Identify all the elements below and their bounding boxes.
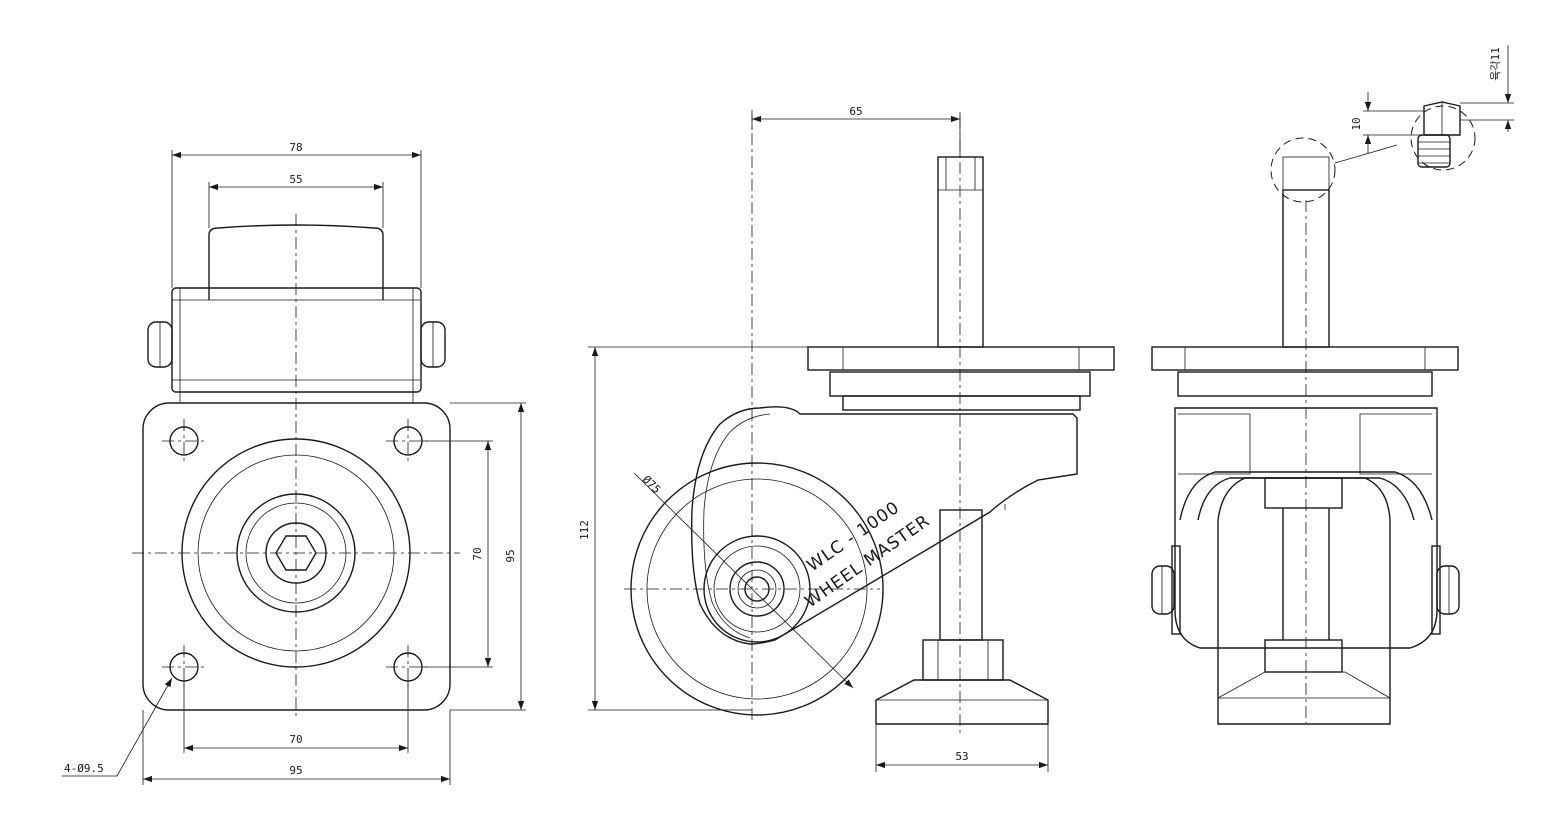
dim-78: 78 [289, 141, 302, 154]
stem-tip-detail: 10 육각11 [1350, 45, 1514, 171]
dim-65: 65 [849, 105, 862, 118]
dim-70-vertical: 70 [471, 547, 484, 560]
dim-70-horizontal: 70 [289, 733, 302, 746]
side-fork [690, 406, 1078, 645]
mounting-plate [142, 402, 451, 711]
front-axle-nut-left [1151, 565, 1175, 615]
dim-95-vertical: 95 [504, 549, 517, 562]
dim-10: 10 [1350, 117, 1363, 130]
front-axle-nut-right [1436, 565, 1460, 615]
front-top-plate [1151, 346, 1459, 371]
dim-wheel-diameter: Ø75 [640, 473, 663, 496]
side-top-plate [807, 346, 1115, 371]
top-view: 78 55 70 95 70 95 4-Ø9.5 [62, 141, 526, 785]
dim-53: 53 [955, 750, 968, 763]
hole-callout: 4-Ø9.5 [64, 762, 104, 775]
bracket-body [171, 287, 422, 393]
dim-hex-11: 육각11 [1489, 47, 1502, 81]
leveling-pad [875, 679, 1049, 725]
front-wheel [1217, 477, 1391, 725]
threaded-stem [937, 156, 984, 348]
dim-55: 55 [289, 173, 302, 186]
front-fork [1174, 407, 1438, 649]
front-view: 10 육각11 [1151, 45, 1514, 725]
dim-112: 112 [578, 520, 591, 540]
dim-95-horizontal: 95 [289, 764, 302, 777]
side-view: Ø75 WLC - 1000 WHEEL MASTER 65 112 53 [578, 105, 1115, 772]
detail-circle-marker [1270, 137, 1336, 203]
